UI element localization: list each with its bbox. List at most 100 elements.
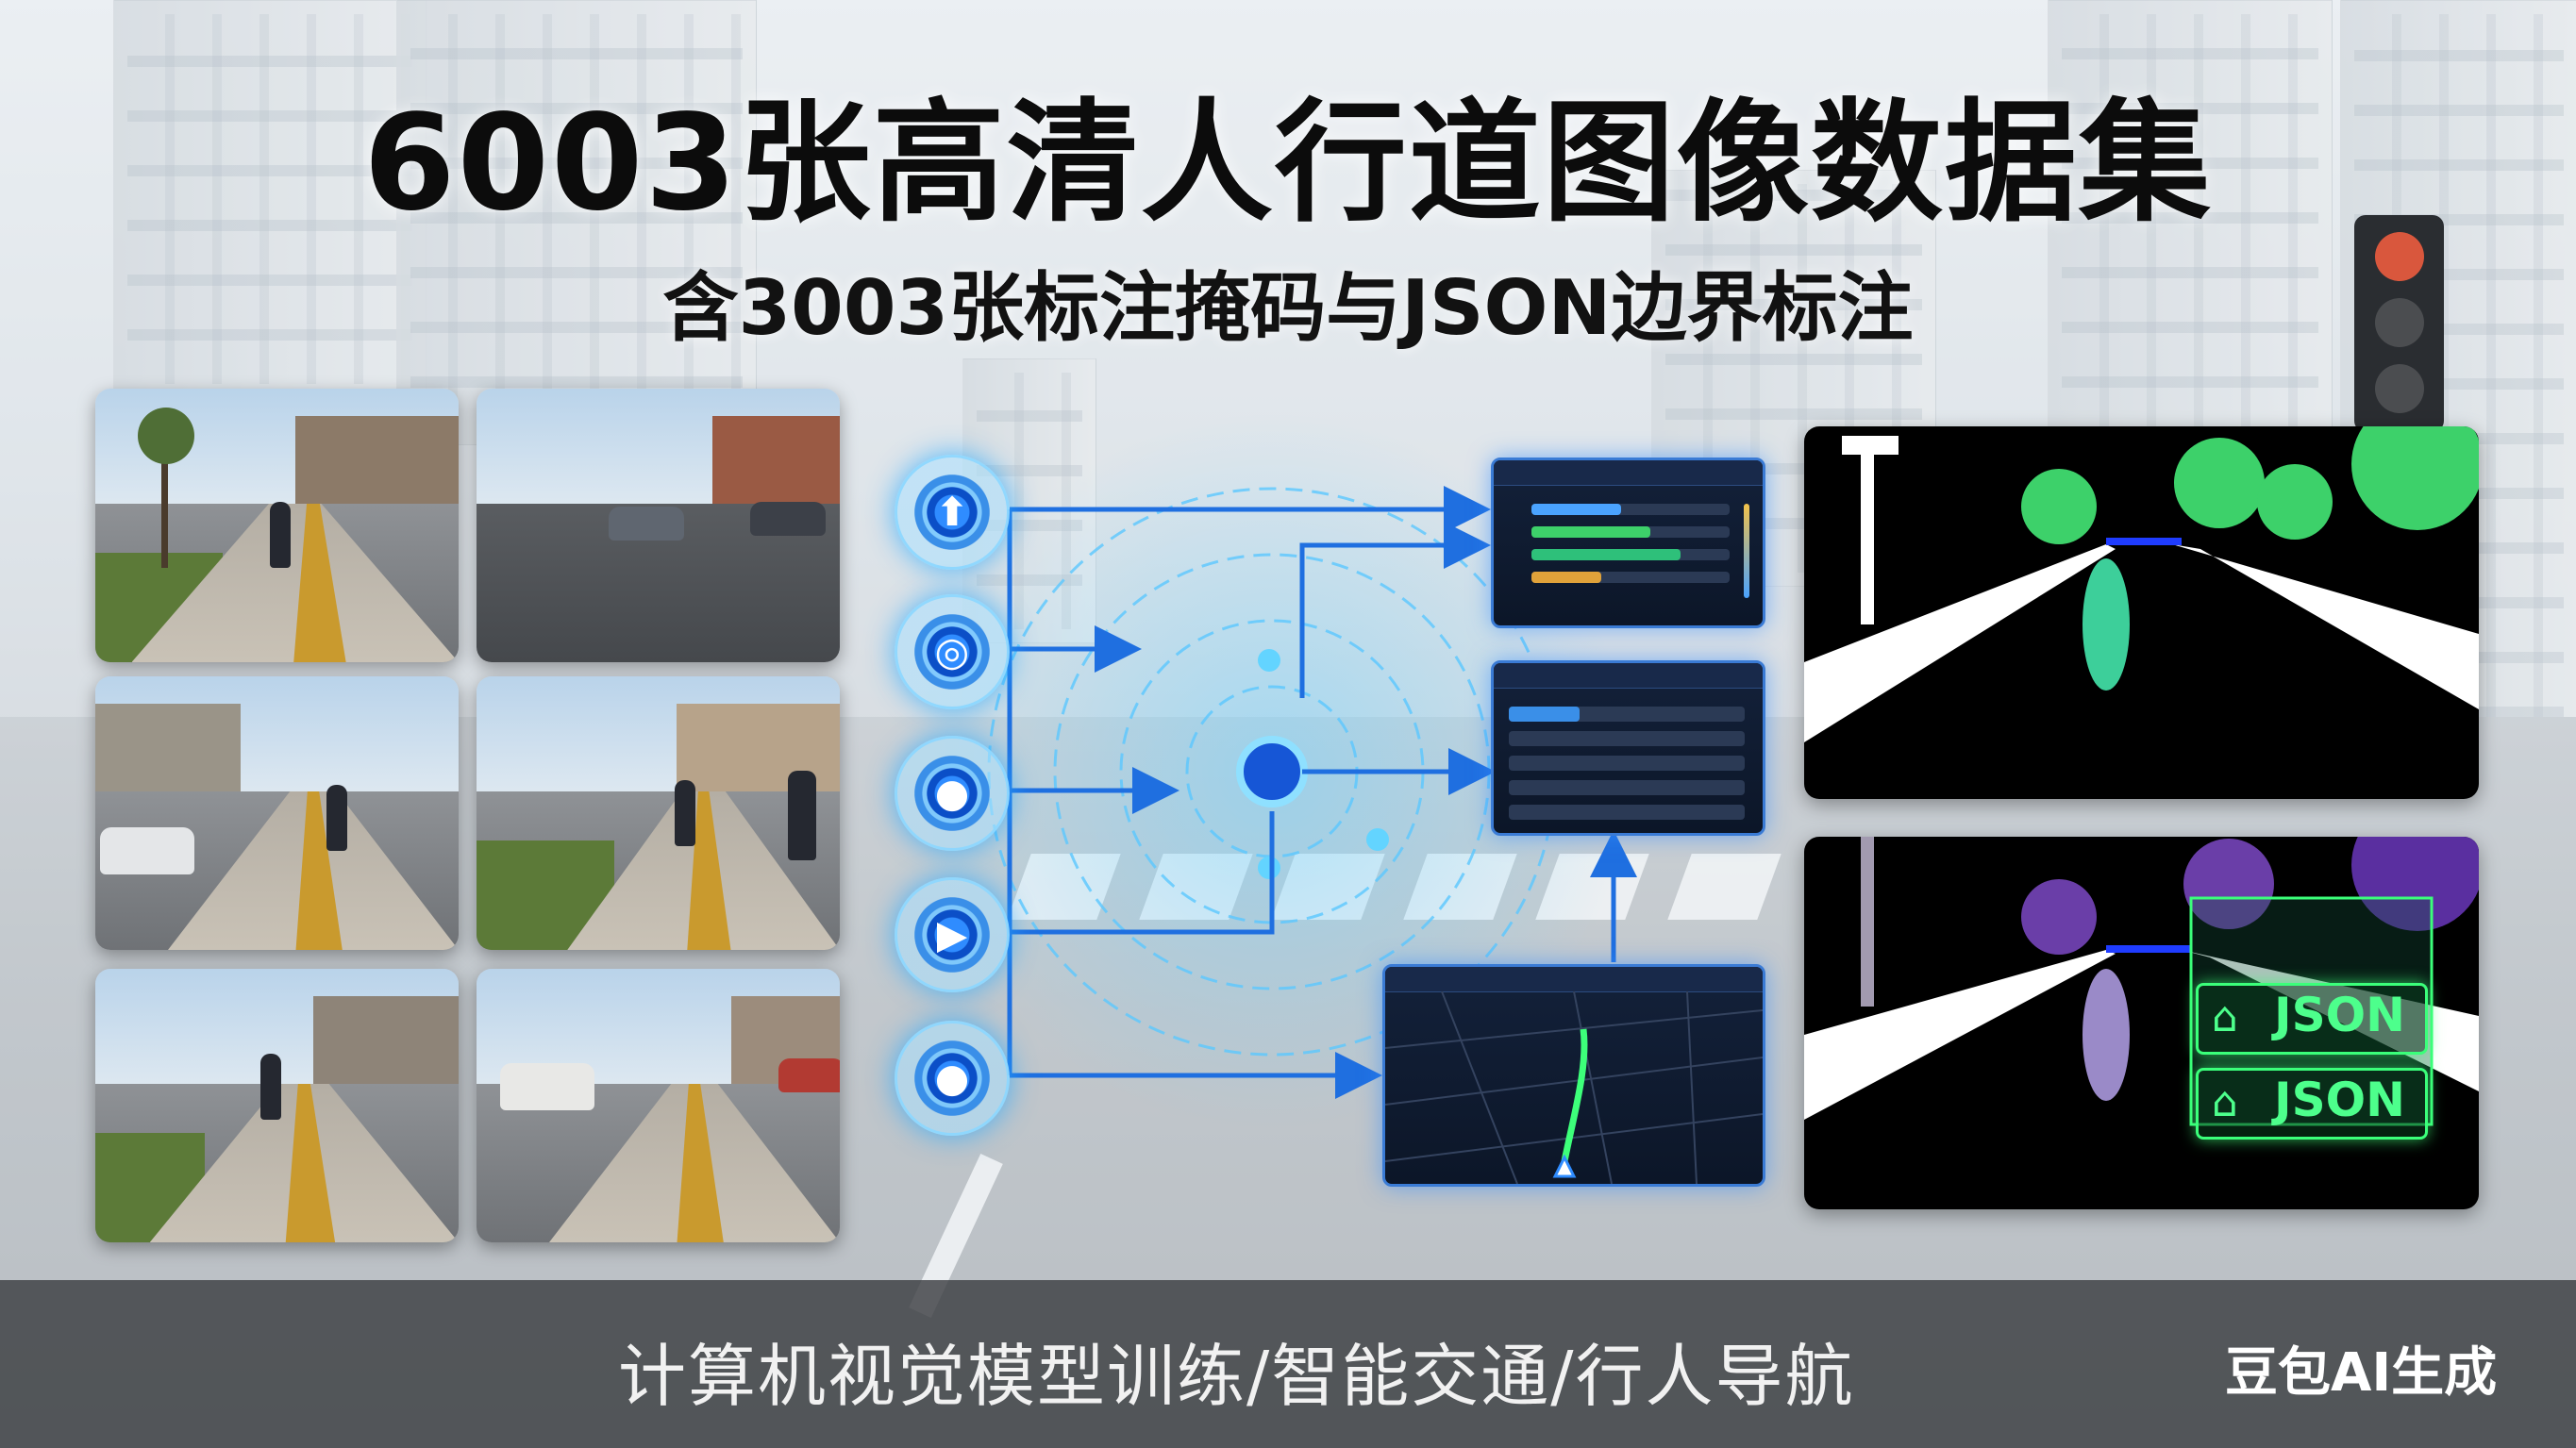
connector bbox=[1010, 811, 1275, 935]
connector bbox=[1299, 522, 1491, 698]
stat-bar bbox=[1531, 572, 1730, 583]
mask-tree bbox=[2257, 464, 2333, 540]
photo-car bbox=[750, 502, 826, 536]
stat-fill bbox=[1531, 504, 1621, 515]
glyph-play: ▶ bbox=[936, 911, 968, 957]
segmentation-mask bbox=[1804, 426, 2479, 799]
annotation-list-panel[interactable] bbox=[1491, 660, 1765, 836]
sidewalk-photo bbox=[95, 389, 459, 662]
list-row bbox=[1509, 731, 1745, 746]
traffic-light bbox=[2354, 215, 2444, 432]
list-row bbox=[1509, 756, 1745, 771]
mask-tree bbox=[2021, 469, 2097, 544]
glyph-arrow: ⬆ bbox=[935, 489, 969, 535]
segmentation-mask-with-json: ⌂ JSON ⌂ JSON bbox=[1804, 837, 2479, 1209]
photo-car bbox=[500, 1063, 594, 1110]
dot-icon[interactable]: ● bbox=[895, 1021, 1010, 1136]
navigation-map-panel[interactable] bbox=[1382, 964, 1765, 1187]
page-title: 6003张高清人行道图像数据集 bbox=[363, 87, 2213, 241]
home-icon: ⌂ bbox=[2212, 993, 2238, 1041]
map-road bbox=[1385, 1009, 1763, 1049]
mask-tree bbox=[2183, 839, 2274, 929]
stat-fill bbox=[1531, 526, 1650, 538]
photo-pedestrian bbox=[260, 1054, 281, 1120]
map-view bbox=[1385, 991, 1763, 1184]
sidewalk-photo bbox=[95, 676, 459, 950]
map-road bbox=[1573, 991, 1613, 1184]
photo-pedestrian bbox=[270, 502, 291, 568]
mask-sidewalk-left bbox=[1804, 950, 2116, 1120]
map-road bbox=[1686, 991, 1698, 1184]
dot-icon[interactable]: ● bbox=[895, 736, 1010, 851]
list-row bbox=[1509, 780, 1745, 795]
photo-car bbox=[778, 1058, 840, 1092]
page-subtitle: 含3003张标注掩码与JSON边界标注 bbox=[662, 264, 1914, 352]
mask-horizon bbox=[2106, 538, 2182, 545]
mask-tree bbox=[2174, 438, 2265, 528]
sidewalk-photo bbox=[95, 969, 459, 1242]
photo-building bbox=[95, 704, 241, 808]
photo-pedestrian bbox=[675, 780, 695, 846]
json-badge[interactable]: ⌂ JSON bbox=[2196, 983, 2428, 1055]
traffic-light-red bbox=[2375, 232, 2424, 281]
traffic-light-off bbox=[2375, 364, 2424, 413]
stat-bar bbox=[1531, 526, 1730, 538]
statistics-panel[interactable] bbox=[1491, 458, 1765, 628]
photo-pedestrian bbox=[326, 785, 347, 851]
route-line bbox=[1561, 1028, 1588, 1162]
list-row-highlight bbox=[1509, 707, 1580, 722]
play-icon[interactable]: ▶ bbox=[895, 877, 1010, 992]
watermark: 豆包AI生成 bbox=[2225, 1342, 2498, 1404]
photo-tree-trunk bbox=[161, 426, 168, 568]
photo-building bbox=[313, 996, 459, 1101]
list-row bbox=[1509, 805, 1745, 820]
stat-fill bbox=[1531, 549, 1681, 560]
map-road bbox=[1385, 1057, 1763, 1106]
mask-pole bbox=[1861, 436, 1874, 624]
mask-sidewalk-right bbox=[2172, 544, 2479, 709]
map-road bbox=[1441, 991, 1518, 1184]
building bbox=[396, 0, 757, 445]
target-icon[interactable]: ◎ bbox=[895, 594, 1010, 709]
mask-drawing bbox=[1804, 426, 2479, 742]
radar-dot bbox=[1258, 857, 1280, 879]
mask-sidewalk-left bbox=[1804, 544, 2116, 742]
photo-car bbox=[100, 827, 194, 874]
panel-header bbox=[1385, 967, 1763, 992]
json-badge-label: JSON bbox=[2274, 988, 2405, 1042]
mask-horizon bbox=[2106, 945, 2191, 953]
home-icon: ⌂ bbox=[2212, 1078, 2238, 1126]
up-arrow-icon[interactable]: ⬆ bbox=[895, 455, 1010, 570]
photo-car bbox=[609, 507, 684, 541]
json-badge[interactable]: ⌂ JSON bbox=[2196, 1068, 2428, 1140]
glyph-dot: ● bbox=[934, 1055, 970, 1101]
json-badge-label: JSON bbox=[2274, 1073, 2405, 1127]
mask-pedestrian bbox=[2083, 969, 2130, 1101]
building bbox=[113, 0, 427, 398]
sidewalk-photo bbox=[477, 969, 840, 1242]
radar-dot bbox=[1366, 828, 1389, 851]
mask-tree bbox=[2351, 837, 2479, 931]
bottom-bar bbox=[0, 1280, 2576, 1448]
tagline: 计算机视觉模型训练/智能交通/行人导航 bbox=[618, 1337, 1855, 1416]
photo-building bbox=[294, 416, 459, 521]
list-row bbox=[1509, 707, 1745, 722]
panel-header bbox=[1494, 460, 1763, 486]
mask-tree bbox=[2351, 426, 2479, 530]
radar-dot bbox=[1258, 649, 1280, 672]
stat-bar bbox=[1531, 549, 1730, 560]
mask-sign bbox=[1842, 436, 1899, 455]
stat-bar bbox=[1531, 504, 1730, 515]
mask-tree bbox=[2021, 879, 2097, 955]
sidewalk-photo bbox=[477, 676, 840, 950]
map-road bbox=[1385, 1113, 1763, 1162]
traffic-light-off bbox=[2375, 298, 2424, 347]
photo-pedestrian bbox=[788, 771, 816, 860]
panel-scrollbar bbox=[1744, 504, 1749, 598]
mask-pole bbox=[1861, 837, 1874, 1007]
photo-tree bbox=[138, 408, 194, 464]
connector-lines bbox=[1007, 486, 1637, 1099]
sidewalk-photo bbox=[477, 389, 840, 662]
radar-core bbox=[1236, 736, 1308, 807]
